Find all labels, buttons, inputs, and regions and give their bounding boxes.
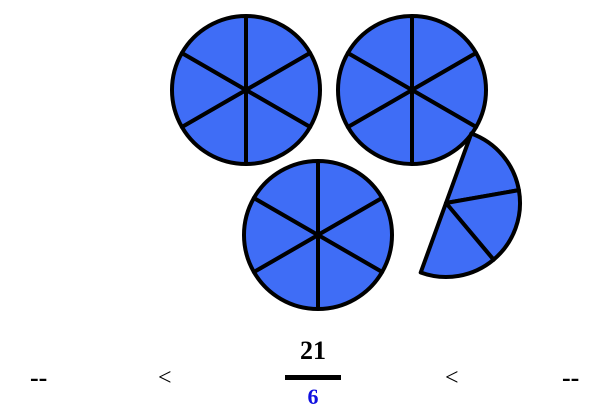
whole-circle-3-slice-2 [316, 196, 394, 274]
whole-circle-1-slice-3 [244, 88, 313, 166]
whole-circle-3-slice-5 [242, 196, 320, 274]
whole-circle-1 [170, 14, 322, 166]
whole-circle-2-slice-5 [336, 51, 414, 129]
left-blank: -- [30, 363, 48, 392]
whole-circle-3-slice-3 [316, 233, 385, 311]
whole-circle-3-slice-6 [251, 159, 320, 237]
whole-circle-1-slice-6 [179, 14, 248, 92]
whole-circle-3-slice-1 [316, 159, 385, 237]
whole-circle-3-slice-4 [251, 233, 320, 311]
whole-circle-3 [242, 159, 394, 311]
fraction-bar [285, 375, 341, 380]
whole-circle-2-slice-6 [345, 14, 414, 92]
whole-circle-1-slice-4 [179, 88, 248, 166]
whole-circle-1-slice-5 [170, 51, 248, 129]
fraction: 21 6 [281, 338, 345, 410]
fraction-numerator: 21 [300, 336, 326, 365]
right-less-than-sign: < [445, 365, 459, 391]
right-blank: -- [562, 363, 580, 392]
whole-circle-2-slice-3 [410, 88, 479, 166]
whole-circle-2-slice-4 [345, 88, 414, 166]
whole-circle-2-slice-1 [410, 14, 479, 92]
left-less-than-sign: < [158, 365, 172, 391]
partial-circle [418, 131, 522, 279]
partial-circle-slice-2 [444, 188, 522, 262]
whole-circle-2 [336, 14, 488, 166]
fraction-denominator: 6 [307, 384, 319, 409]
whole-circle-2-slice-2 [410, 51, 488, 129]
whole-circle-1-slice-2 [244, 51, 322, 129]
partial-circle-slice-3 [418, 201, 496, 279]
partial-circle-slice-1 [444, 131, 521, 205]
whole-circle-1-slice-1 [244, 14, 313, 92]
